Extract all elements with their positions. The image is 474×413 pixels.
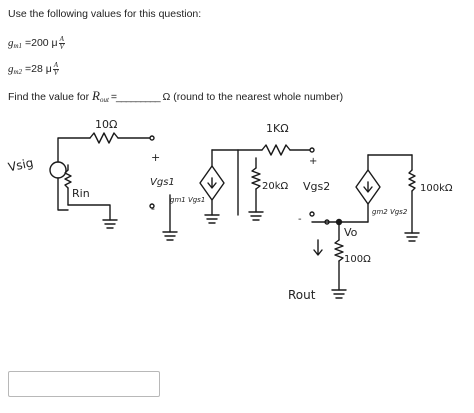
label-cs1: gm1 Vgs1 — [170, 196, 206, 204]
resistor-100k — [408, 169, 416, 192]
resistor-100 — [334, 239, 344, 262]
resistor-source — [89, 132, 119, 144]
rin-resistor — [64, 169, 72, 189]
label-vgs2-plus: + — [309, 156, 318, 167]
answer-input[interactable] — [8, 371, 160, 397]
resistor-1k — [261, 144, 291, 156]
label-r-source: 10Ω — [95, 118, 118, 131]
label-vgs2: Vgs2 — [303, 180, 331, 193]
label-vo: Vo — [344, 226, 358, 239]
label-vgs2-minus: - — [298, 214, 302, 225]
resistor-20k — [251, 167, 261, 190]
label-rout: Rout — [288, 288, 316, 302]
label-r-1k: 1KΩ — [266, 122, 289, 135]
cs2-diamond — [355, 169, 381, 205]
label-vgs1-plus: + — [151, 151, 161, 164]
label-vgs1-minus: - — [151, 202, 155, 215]
vsig-source — [49, 161, 67, 179]
label-r-100k: 100kΩ — [420, 183, 453, 194]
cs1-diamond — [199, 165, 225, 201]
label-r-100: 100Ω — [344, 254, 371, 265]
find-rout-prompt: Find the value for Rout =_________ Ω (ro… — [8, 88, 344, 104]
label-cs2: gm2 Vgs2 — [372, 208, 408, 216]
label-rin: Rin — [72, 187, 90, 200]
label-r-20k: 20kΩ — [262, 181, 289, 192]
label-vgs1: Vgs1 — [150, 177, 175, 188]
intro-text: Use the following values for this questi… — [8, 8, 202, 20]
